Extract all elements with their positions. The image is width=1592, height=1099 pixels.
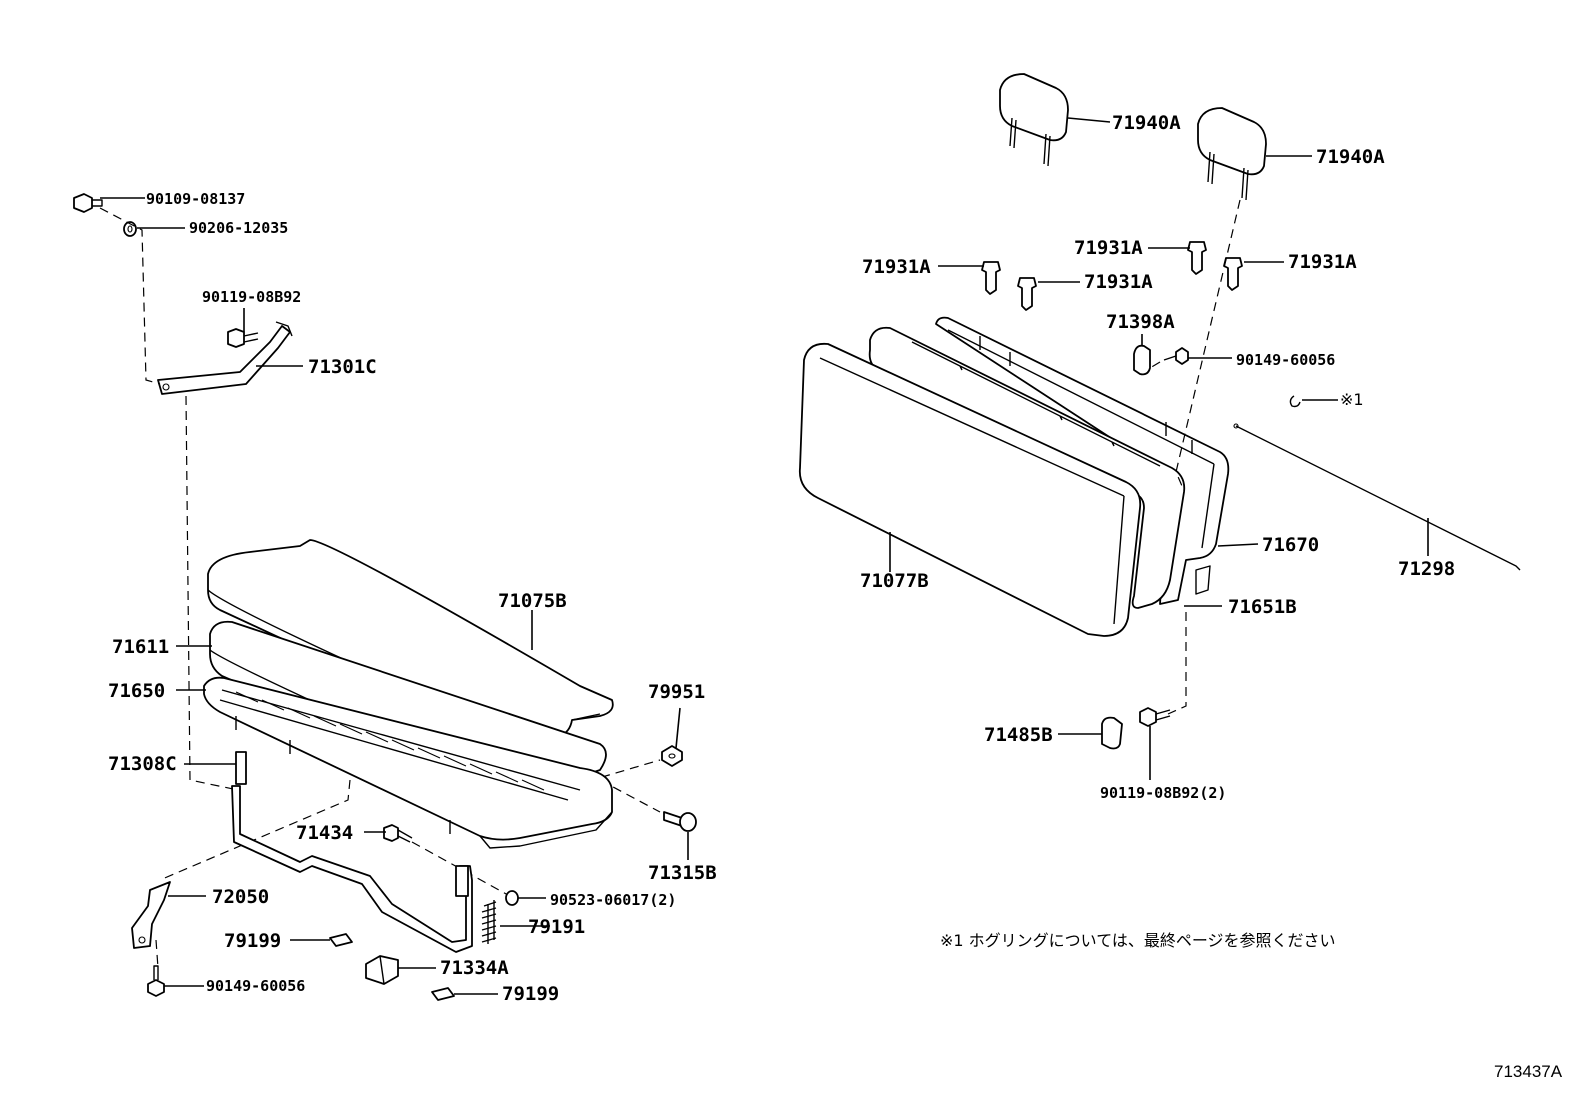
label-71670: 71670 — [1262, 534, 1319, 556]
headrest-71940a-left[interactable] — [999, 73, 1069, 167]
clip-79199-b[interactable] — [431, 987, 455, 1001]
label-71940a-2: 71940A — [1316, 146, 1385, 168]
label-71301c: 71301C — [308, 356, 377, 378]
label-71434: 71434 — [296, 822, 353, 844]
label-90206-12035: 90206-12035 — [189, 219, 288, 237]
label-71940a-1: 71940A — [1112, 112, 1181, 134]
label-71651b: 71651B — [1228, 596, 1297, 618]
screw-90149-right[interactable] — [1163, 347, 1189, 365]
label-79199-b: 79199 — [502, 983, 559, 1005]
seat-leg-71308c[interactable] — [231, 751, 473, 953]
hinge-bolt-71315b[interactable] — [663, 811, 697, 832]
washer-90523[interactable] — [505, 890, 519, 906]
label-71334a: 71334A — [440, 957, 509, 979]
knob-71398a[interactable] — [1133, 344, 1151, 376]
label-90119-08b92-right: 90119-08B92(2) — [1100, 784, 1226, 802]
seatback-pad-middle — [911, 341, 1161, 467]
label-71485b: 71485B — [984, 724, 1053, 746]
label-71931a-2: 71931A — [1084, 271, 1153, 293]
label-mark-1: ※1 — [1340, 390, 1364, 409]
bolt-90149-left[interactable] — [147, 965, 165, 997]
hog-ring-icon — [1289, 395, 1301, 408]
bolt-71434[interactable] — [383, 824, 413, 843]
bolt-90119-left[interactable] — [227, 328, 259, 348]
guide-71931a-4[interactable] — [1223, 257, 1243, 291]
rod-71298[interactable] — [1233, 423, 1521, 571]
label-71611: 71611 — [112, 636, 169, 658]
cover-71485b[interactable] — [1101, 716, 1123, 750]
seatback-cover-71077b[interactable] — [798, 342, 1142, 637]
label-90523-06017: 90523-06017(2) — [550, 891, 676, 909]
label-90149-60056-left: 90149-60056 — [206, 977, 305, 995]
headrest-71940a-right[interactable] — [1197, 107, 1267, 201]
guide-71931a-1[interactable] — [981, 261, 1001, 295]
spring-79191[interactable] — [481, 900, 497, 944]
guide-71931a-2[interactable] — [1017, 277, 1037, 311]
label-90119-08b92-left: 90119-08B92 — [202, 288, 301, 306]
label-71931a-4: 71931A — [1288, 251, 1357, 273]
reference-code: 713437A — [1494, 1062, 1563, 1081]
bolt-90109[interactable] — [73, 193, 103, 213]
grommet-79951[interactable] — [661, 745, 683, 767]
footnote-text: ※1 ホグリングについては、最終ページを参照ください — [940, 931, 1336, 950]
seat-frame-71650[interactable] — [203, 676, 613, 849]
label-90149-60056-right: 90149-60056 — [1236, 351, 1335, 369]
label-71931a-1: 71931A — [862, 256, 931, 278]
label-79191: 79191 — [528, 916, 585, 938]
cover-71334a[interactable] — [365, 955, 399, 985]
bracket-71301c[interactable] — [157, 321, 293, 395]
label-71650: 71650 — [108, 680, 165, 702]
label-71075b: 71075B — [498, 590, 567, 612]
label-71077b: 71077B — [860, 570, 929, 592]
label-79199-a: 79199 — [224, 930, 281, 952]
guide-71931a-3[interactable] — [1187, 241, 1207, 275]
label-72050: 72050 — [212, 886, 269, 908]
label-71298: 71298 — [1398, 558, 1455, 580]
bracket-72050[interactable] — [131, 881, 171, 949]
label-90109-08137: 90109-08137 — [146, 190, 245, 208]
label-71308c: 71308C — [108, 753, 177, 775]
bolt-90119-right[interactable] — [1139, 707, 1171, 727]
clip-79199-a[interactable] — [329, 933, 353, 947]
label-71398a: 71398A — [1106, 311, 1175, 333]
label-71931a-3: 71931A — [1074, 237, 1143, 259]
label-71315b: 71315B — [648, 862, 717, 884]
label-79951: 79951 — [648, 681, 705, 703]
